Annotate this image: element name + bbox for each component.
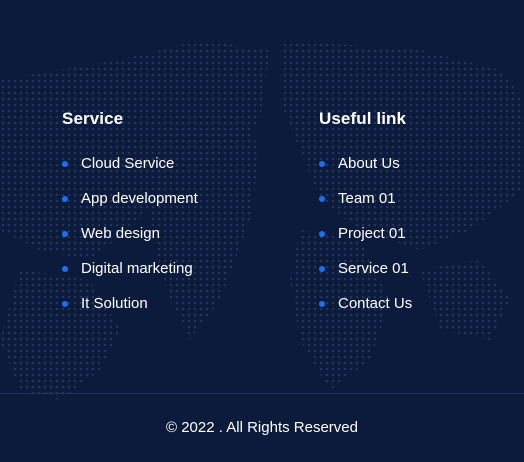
service-item-app-development[interactable]: App development (62, 181, 198, 216)
service-link-label[interactable]: App development (81, 190, 198, 207)
service-item-digital-marketing[interactable]: Digital marketing (62, 251, 198, 286)
copyright-text: © 2022 . All Rights Reserved (166, 419, 358, 436)
useful-link-label[interactable]: Project 01 (338, 225, 406, 242)
service-heading: Service (62, 109, 124, 128)
useful-link-heading: Useful link (319, 109, 407, 128)
useful-link-label[interactable]: Team 01 (338, 190, 396, 207)
service-item-web-design[interactable]: Web design (62, 216, 198, 251)
service-item-it-solution[interactable]: It Solution (62, 286, 198, 321)
service-link-label[interactable]: It Solution (81, 295, 148, 312)
footer-divider (0, 393, 524, 394)
useful-link-column: Useful link About Us Team 01 Project 01 … (319, 109, 412, 321)
bullet-icon (62, 300, 68, 307)
bullet-icon (62, 230, 68, 237)
bullet-icon (319, 160, 325, 167)
useful-link-label[interactable]: Contact Us (338, 295, 413, 312)
useful-link-project-01[interactable]: Project 01 (319, 216, 412, 251)
service-column: Service Cloud Service App development We… (62, 109, 198, 321)
useful-link-contact-us[interactable]: Contact Us (319, 286, 412, 321)
service-link-label[interactable]: Web design (81, 225, 160, 242)
useful-link-team-01[interactable]: Team 01 (319, 181, 412, 216)
bullet-icon (62, 265, 68, 272)
bullet-icon (319, 265, 325, 272)
service-link-label[interactable]: Digital marketing (81, 260, 193, 277)
bullet-icon (319, 300, 325, 307)
bullet-icon (319, 230, 325, 237)
useful-link-service-01[interactable]: Service 01 (319, 251, 412, 286)
service-link-label[interactable]: Cloud Service (81, 155, 175, 172)
useful-link-label[interactable]: About Us (338, 155, 400, 172)
useful-link-about-us[interactable]: About Us (319, 146, 412, 181)
bullet-icon (62, 160, 68, 167)
useful-link-list: About Us Team 01 Project 01 Service 01 C… (319, 146, 412, 321)
bullet-icon (62, 195, 68, 202)
useful-link-label[interactable]: Service 01 (338, 260, 409, 277)
bullet-icon (319, 195, 325, 202)
service-item-cloud-service[interactable]: Cloud Service (62, 146, 198, 181)
service-list: Cloud Service App development Web design… (62, 146, 198, 321)
